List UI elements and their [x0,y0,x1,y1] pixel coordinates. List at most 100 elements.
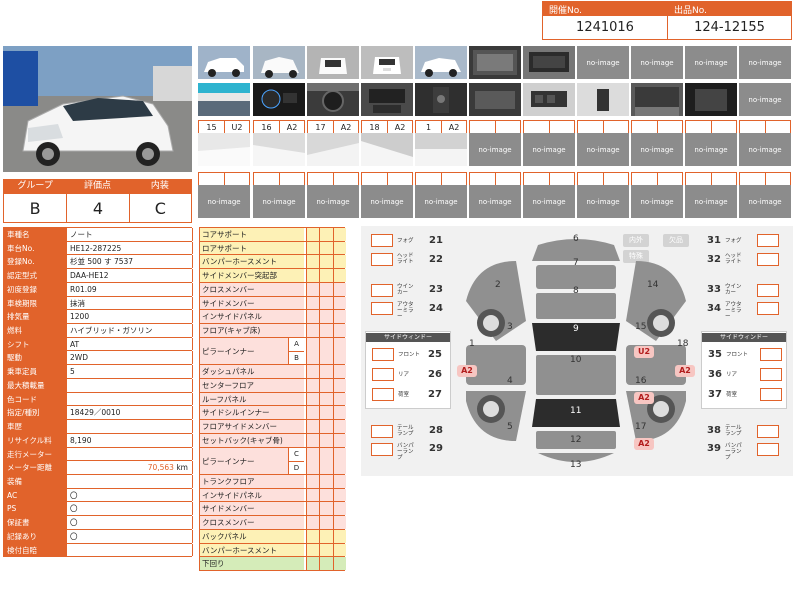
thumbnail-placeholder: no-image [577,46,629,79]
thumbnail[interactable] [415,83,467,116]
frame-row: クロスメンバー [199,516,346,530]
spec-row: 検付自賠 [4,543,193,558]
thumbnail[interactable] [253,83,305,116]
thumbnail-placeholder: no-image [739,120,791,166]
check-box[interactable] [371,443,393,456]
thumbnail[interactable] [631,83,683,116]
thumbnail-placeholder: no-image [577,172,629,218]
thumbnail[interactable] [198,83,250,116]
car-outline-diagram [466,239,686,462]
thumbnail[interactable] [198,46,250,79]
damage-marker[interactable]: A2 [634,438,654,450]
thumbnail[interactable] [469,46,521,79]
interior-label: 内装 [128,180,191,193]
frame-row: インサイドパネル [199,488,346,503]
thumbnail[interactable] [415,46,467,79]
thumbnail[interactable] [685,83,737,116]
thumbnail[interactable] [469,83,521,116]
spec-row: 最大積載量 [4,378,193,393]
frame-row: サイドメンバー [199,502,346,517]
grade-table: グループ 評価点 内装 B 4 C [3,179,192,223]
damage-marker[interactable]: A2 [457,365,477,377]
check-box[interactable] [757,425,779,438]
check-box[interactable] [757,443,779,456]
spec-row: 燃料ハイブリッド・ガソリン [4,324,193,338]
spec-row: 登録No.杉並 500 す 7537 [4,255,193,270]
check-box[interactable] [371,234,393,247]
thumbnail-placeholder: no-image [361,172,413,218]
frame-row: クロスメンバー [199,282,346,297]
thumbnail-placeholder: no-image [469,172,521,218]
entry-number-label: 出品No. [667,2,791,16]
tab-special[interactable]: 特殊 [623,250,649,263]
tab-missing[interactable]: 欠品 [663,234,689,247]
check-box[interactable] [757,284,779,297]
check-box[interactable] [371,425,393,438]
thumbnail-placeholder: no-image [685,46,737,79]
frame-row: トランクフロア [199,474,346,489]
frame-row: バックパネル [199,529,346,544]
damage-marker[interactable]: A2 [634,392,654,404]
thumbnail-placeholder: no-image [739,172,791,218]
tab-inside-outside[interactable]: 内外 [623,234,649,247]
thumbnail[interactable] [307,83,359,116]
damage-marker[interactable]: A2 [675,365,695,377]
thumbnail-placeholder: no-image [739,46,791,79]
lot-info-table: 開催No. 出品No. 1241016 124-12155 [542,1,792,40]
spec-row: 車検期限抹消 [4,296,193,311]
frame-row: センターフロア [199,378,346,393]
check-box[interactable] [371,302,393,315]
thumbnail-placeholder: no-image [307,172,359,218]
check-box[interactable] [757,253,779,266]
thumbnail[interactable] [361,46,413,79]
frame-row: インサイドパネル [199,310,346,325]
thumbnail-placeholder: no-image [631,120,683,166]
frame-row: ダッシュパネル [199,365,346,379]
check-box[interactable] [757,234,779,247]
spec-row: 車台No.HE12-287225 [4,241,193,256]
damage-marker[interactable]: U2 [634,346,654,358]
frame-row: セットバック(キャブ骨) [199,433,346,448]
check-box[interactable] [371,284,393,297]
right-side-window-box: サイドウィンドー 35 フロント 36 リア 37 荷室 [701,331,787,409]
thumbnail[interactable] [577,83,629,116]
thumbnail[interactable] [523,83,575,116]
check-box[interactable] [757,302,779,315]
main-car-photo[interactable] [3,46,192,172]
check-box[interactable] [371,253,393,266]
thumbnail[interactable] [523,46,575,79]
frame-row: コアサポート [199,228,346,242]
thumbnail[interactable] [253,46,305,79]
mileage-value: 70,563 [147,463,174,473]
thumbnail-placeholder: no-image [469,120,521,166]
thumbnail[interactable] [307,46,359,79]
lot-number-label: 開催No. [543,2,667,16]
thumbnail[interactable] [361,83,413,116]
frame-inspection-table: コアサポート ロアサポート バンパーホースメント サイドメンバー突起部 クロスメ… [199,227,346,571]
entry-number-value: 124-12155 [667,15,791,39]
thumbnail-placeholder: no-image [523,172,575,218]
frame-row: サイドメンバー突起部 [199,269,346,283]
frame-row: バンパーホースメント [199,543,346,558]
thumbnail-placeholder: no-image [415,172,467,218]
frame-row: バンパーホースメント [199,255,346,270]
thumbnail-placeholder: no-image [685,120,737,166]
thumbnail-placeholder: no-image [577,120,629,166]
spec-row: 車歴 [4,420,193,434]
thumbnail-placeholder: no-image [739,83,791,116]
frame-row: フロアサイドメンバー [199,420,346,434]
